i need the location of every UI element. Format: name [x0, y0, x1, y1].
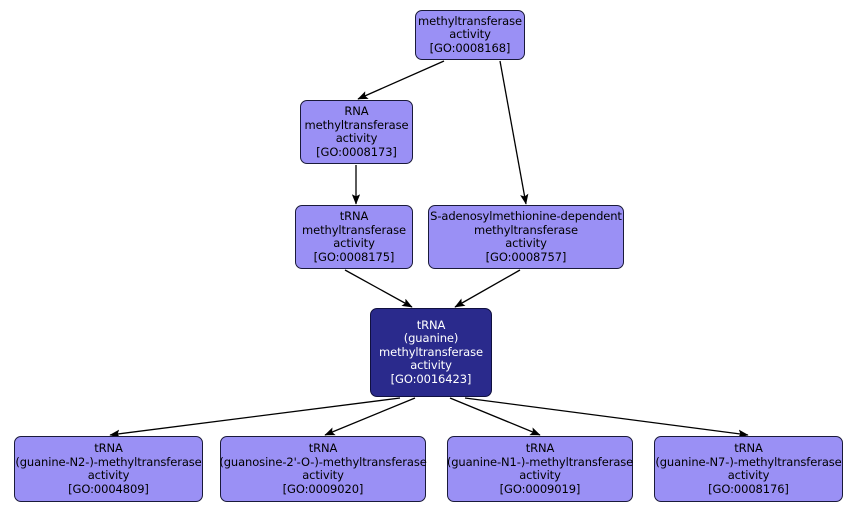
- graph-edge: [109, 397, 401, 438]
- go-term-label: methyltransferase: [474, 222, 578, 237]
- go-term-label: tRNA: [416, 317, 446, 332]
- go-term-label: tRNA: [94, 441, 123, 455]
- go-term-label: activity: [727, 468, 770, 482]
- go-id-label: [GO:0009020]: [282, 481, 364, 496]
- go-term-label: activity: [505, 236, 547, 250]
- go-id-label: [GO:0008175]: [313, 249, 395, 264]
- go-term-label: tRNA: [734, 441, 763, 455]
- go-id-label: [GO:0004809]: [68, 481, 149, 496]
- go-term-label: (guanine-N2-)-methyltransferase: [15, 454, 202, 469]
- go-term-label: activity: [333, 236, 375, 250]
- go-id-label: [GO:0008168]: [429, 40, 511, 55]
- go-term-label: activity: [519, 468, 561, 482]
- go-term-label: tRNA: [339, 209, 369, 223]
- go-term-label: activity: [302, 468, 344, 482]
- go-id-label: [GO:0008176]: [708, 481, 789, 496]
- go-id-label: [GO:0008757]: [485, 249, 567, 264]
- go-term-label: tRNA: [525, 441, 555, 455]
- graph-edge: [324, 397, 416, 436]
- go-term-label: (guanine): [403, 331, 459, 346]
- go-id-label: [GO:0008173]: [316, 144, 397, 159]
- go-term-label: (guanosine-2'-O-)-methyltransferase: [219, 454, 427, 469]
- go-term-label: methyltransferase: [418, 13, 522, 28]
- go-term-label: methyltransferase: [304, 117, 409, 132]
- go-id-label: [GO:0016423]: [390, 371, 472, 386]
- graph-edge: [357, 60, 445, 100]
- graph-edge: [464, 397, 749, 438]
- go-term-label: methyltransferase: [379, 344, 483, 359]
- graph-edge: [499, 60, 529, 205]
- graph-edge: [344, 269, 413, 308]
- go-term-label: RNA: [344, 104, 369, 118]
- graph-edge: [449, 397, 541, 436]
- go-term-label: (guanine-N7-)-methyltransferase: [655, 454, 842, 469]
- graph-edge: [454, 269, 521, 308]
- go-term-label: tRNA: [308, 441, 338, 455]
- go-term-label: methyltransferase: [302, 222, 406, 237]
- go-term-label: activity: [87, 468, 130, 482]
- go-term-label: activity: [410, 358, 452, 373]
- go-term-label: activity: [449, 27, 491, 42]
- go-term-label: S-adenosylmethionine-dependent: [430, 209, 622, 223]
- edge-group: [109, 60, 749, 438]
- go-term-label: (guanine-N1-)-methyltransferase: [446, 454, 634, 469]
- go-term-label: activity: [335, 131, 378, 145]
- go-id-label: [GO:0009019]: [499, 481, 581, 496]
